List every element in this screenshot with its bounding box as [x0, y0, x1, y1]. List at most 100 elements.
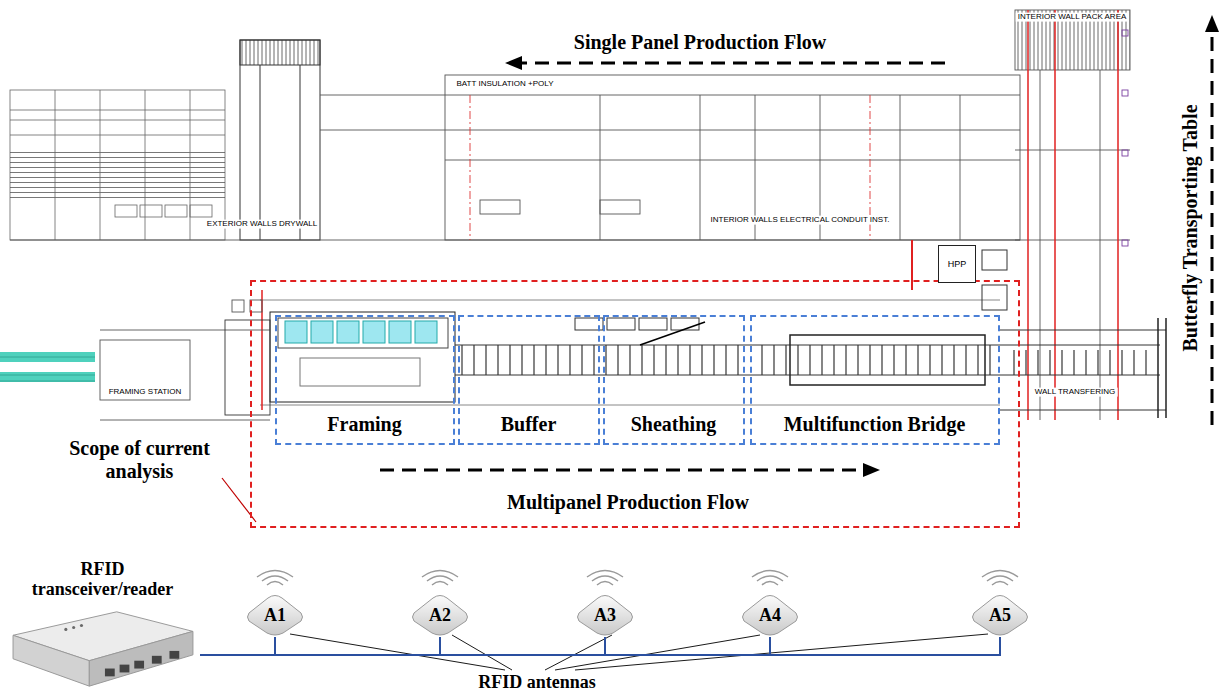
station-divider: [700, 95, 701, 240]
reader-led: [80, 624, 83, 627]
conveyor-rail: [320, 95, 445, 96]
process-zone: Multifunction Bridge: [750, 315, 1000, 445]
zone-label: Multifunction Bridge: [780, 413, 970, 435]
bus-wire: [200, 637, 440, 655]
area-label: INTERIOR WALLS ELECTRICAL CONDUIT INST.: [709, 216, 892, 225]
purple-marker: [1122, 90, 1128, 96]
stud-pack: [115, 205, 137, 217]
antenna-label: A3: [594, 606, 616, 624]
antenna-leader: [452, 635, 512, 670]
area-label: FRAMING STATION: [107, 388, 184, 397]
framing-table: [300, 358, 420, 386]
reader-port: [134, 661, 144, 669]
rack-line: [10, 120, 225, 121]
line-rail: [260, 405, 1000, 406]
antenna-body: [248, 596, 303, 636]
work-table: [480, 200, 520, 214]
reader-front: [13, 635, 89, 686]
bus-connector: [200, 637, 1000, 655]
area-label: BATT INSULATION +POLY: [455, 80, 556, 89]
purple-marker: [1122, 240, 1128, 246]
platform-grating: [240, 40, 320, 65]
sheet-stack: [671, 318, 699, 330]
rfid-antenna: A3: [574, 593, 636, 637]
line-outline: [445, 75, 1020, 240]
single-panel-line: [10, 75, 1020, 240]
infeed-rail: [100, 420, 270, 421]
process-zone: Buffer: [458, 315, 600, 445]
line-rail: [260, 300, 1000, 301]
wifi-arc: [982, 571, 1018, 586]
wifi-symbols: [257, 571, 1018, 586]
bus-connector: [200, 637, 770, 655]
control-box: [982, 285, 1007, 310]
framing-cell: [363, 321, 385, 343]
stud-pack: [140, 205, 162, 217]
reader-port: [152, 656, 162, 664]
scope-label: Scope of current analysis: [62, 437, 217, 483]
framing-machine: [270, 312, 455, 402]
bus-wire: [200, 637, 770, 655]
bus-wire: [200, 637, 275, 655]
platform-post: [300, 65, 301, 240]
wifi-arc: [257, 571, 293, 586]
antenna-label: A2: [429, 606, 451, 624]
stud-pack: [190, 205, 212, 217]
platform-post: [260, 65, 261, 240]
conveyor-rail: [320, 130, 445, 131]
flow-arrow-shaft: [1211, 32, 1214, 425]
rack-line: [100, 90, 101, 240]
framing-cell: [337, 321, 359, 343]
station-divider: [960, 95, 961, 240]
transfer-rail: [1000, 330, 1166, 331]
lumber-package: [0, 372, 95, 382]
work-table: [600, 200, 640, 214]
flow-arrows: [380, 15, 1219, 477]
antenna-body: [413, 596, 468, 636]
flow-arrow-head: [1205, 15, 1219, 32]
sheet-stack: [639, 318, 667, 330]
zone-label: Sheathing: [627, 413, 721, 435]
storage-racks: [10, 90, 225, 240]
scope-region: Scope of current analysisFramingBufferSh…: [250, 280, 1020, 528]
reader-port: [169, 651, 179, 659]
station-divider: [900, 95, 901, 240]
flow-arrow-head: [863, 463, 880, 477]
sheet-stack: [607, 318, 635, 330]
lumber-rack: [100, 340, 190, 400]
conveyor-rail: [445, 160, 1020, 161]
platform: [240, 40, 320, 240]
buffer-rollers: [460, 345, 600, 375]
framing-cell: [415, 321, 437, 343]
reader-led: [72, 626, 75, 629]
reader-port: [120, 665, 130, 673]
framing-cell: [285, 321, 307, 343]
grid-line: [470, 95, 471, 240]
flow-arrow-shaft: [520, 62, 945, 65]
gantry-arm: [640, 322, 705, 345]
antenna-label: A4: [759, 606, 781, 624]
flow-arrow-shaft: [380, 469, 865, 472]
transfer-rollers: [1005, 350, 1155, 375]
process-zone: Sheathing: [603, 315, 745, 445]
rfid-antenna: A4: [739, 593, 801, 637]
purple-marker: [1122, 150, 1128, 156]
zone-label: Framing: [323, 413, 405, 435]
conveyor-rail: [445, 130, 1020, 131]
rfid-reader: RFID transceiver/reader: [5, 560, 200, 694]
antenna-label: A5: [989, 606, 1011, 624]
flow-label: Butterfly Transporting Table: [1179, 104, 1201, 351]
bus-wire: [200, 637, 1000, 655]
antenna-leader: [575, 634, 988, 670]
rack-line: [190, 90, 191, 240]
equipment-box: HPP: [938, 245, 976, 283]
bus-connector: [200, 637, 605, 655]
flow-label: Single Panel Production Flow: [574, 31, 826, 53]
wifi-arc: [752, 571, 788, 586]
antenna-body: [973, 596, 1028, 636]
area-label: INTERIOR WALL PACK AREA: [1016, 13, 1129, 22]
purple-marker: [1122, 30, 1128, 36]
rack-line: [10, 135, 225, 136]
